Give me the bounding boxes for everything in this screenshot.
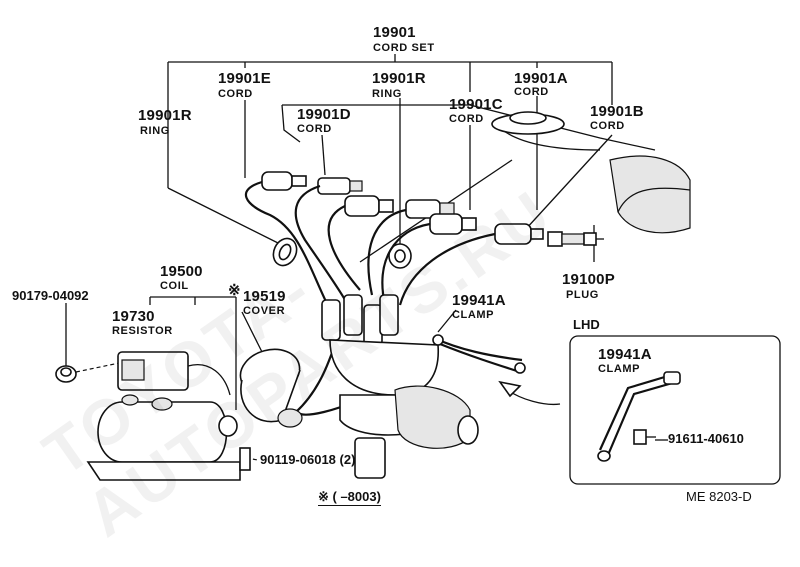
- bolt-top-number: 90179-04092: [12, 288, 89, 303]
- cover-mark: ※: [228, 282, 241, 299]
- clamp-lhd-name: CLAMP: [598, 363, 641, 375]
- plug-number: 19100P: [562, 271, 615, 288]
- cord-b-name: CORD: [590, 120, 625, 132]
- cord-set-bracket: [167, 54, 613, 188]
- clamp-lhd-number: 19941A: [598, 346, 652, 363]
- bolt-lhd-number: 91611-40610: [668, 431, 744, 446]
- footnote: ※ ( –8003): [318, 489, 381, 506]
- cord-d-number: 19901D: [297, 106, 351, 123]
- ring-r-top-name: RING: [372, 88, 402, 100]
- resistor-number: 19730: [112, 308, 155, 325]
- lhd-title: LHD: [573, 317, 600, 332]
- cord-d-name: CORD: [297, 123, 332, 135]
- cord-set-number: 19901: [373, 24, 416, 41]
- cover-name: COVER: [243, 305, 286, 317]
- coil-name: COIL: [160, 280, 189, 292]
- distributor: [321, 294, 479, 479]
- distributor-cover: [239, 348, 303, 428]
- cord-e-name: CORD: [218, 88, 253, 100]
- cord-set-name: CORD SET: [373, 42, 435, 54]
- cord-e-number: 19901E: [218, 70, 271, 87]
- clamp-main-name: CLAMP: [452, 309, 495, 321]
- cover-number: 19519: [243, 288, 286, 305]
- plug-name: PLUG: [566, 289, 599, 301]
- cord-b-number: 19901B: [590, 103, 644, 120]
- ring-r-left-name: RING: [140, 125, 170, 137]
- coil-assembly: [55, 351, 251, 481]
- cord-c-name: CORD: [449, 113, 484, 125]
- ring-r-top-number: 19901R: [372, 70, 426, 87]
- bolt-bottom-number: 90119-06018 (2): [260, 452, 356, 467]
- engine-outline: [281, 104, 656, 151]
- cord-a-name: CORD: [514, 86, 549, 98]
- diagram-code: ME 8203-D: [686, 489, 752, 504]
- lhd-arrow: [498, 380, 561, 406]
- resistor-name: RESISTOR: [112, 325, 173, 337]
- clamp-main-number: 19941A: [452, 292, 506, 309]
- coil-number: 19500: [160, 263, 203, 280]
- clamp-main: [432, 334, 526, 374]
- cord-c-number: 19901C: [449, 96, 503, 113]
- lhd-box: [569, 335, 781, 485]
- spark-plugs: [261, 171, 604, 247]
- ring-seals: [272, 237, 412, 269]
- cord-a-number: 19901A: [514, 70, 568, 87]
- water-outlet-housing: [609, 155, 691, 234]
- ring-r-left-number: 19901R: [138, 107, 192, 124]
- ignition-cords: [244, 180, 496, 416]
